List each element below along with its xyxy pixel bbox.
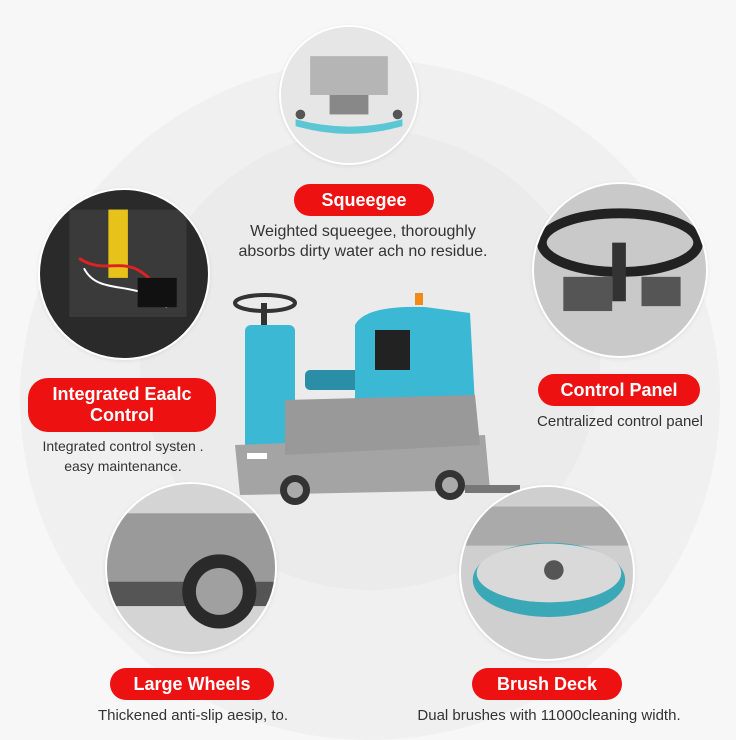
electrical-control-title: Integrated Eaalc Control (28, 378, 216, 432)
squeegee-description: Weighted squeegee, thoroughly absorbs di… (213, 222, 513, 262)
control-panel-description: Centralized control panel (537, 413, 703, 430)
squeegee-image (279, 25, 419, 165)
electrical-control-image (38, 188, 210, 360)
brush-deck-image (459, 485, 635, 661)
brush-deck-title: Brush Deck (472, 668, 622, 700)
squeegee-title: Squeegee (294, 184, 434, 216)
electrical-control-description: Integrated control systen . easy mainten… (18, 436, 228, 476)
brush-deck-description: Dual brushes with 11000cleaning width. (417, 707, 681, 724)
electrical-title-line: Control (90, 405, 154, 425)
squeegee-desc-line: absorbs dirty water ach no residue. (238, 243, 488, 260)
scrubber-machine-image (225, 285, 525, 515)
electrical-desc-line: Integrated control systen . (42, 438, 204, 454)
large-wheels-title: Large Wheels (110, 668, 274, 700)
control-panel-title: Control Panel (538, 374, 700, 406)
large-wheels-image (105, 482, 277, 654)
electrical-title-line: Integrated Eaalc (52, 384, 192, 404)
squeegee-desc-line: Weighted squeegee, thoroughly (250, 223, 476, 240)
electrical-desc-line: easy maintenance. (64, 458, 182, 474)
control-panel-image (532, 182, 708, 358)
large-wheels-description: Thickened anti-slip aesip, to. (97, 707, 289, 724)
